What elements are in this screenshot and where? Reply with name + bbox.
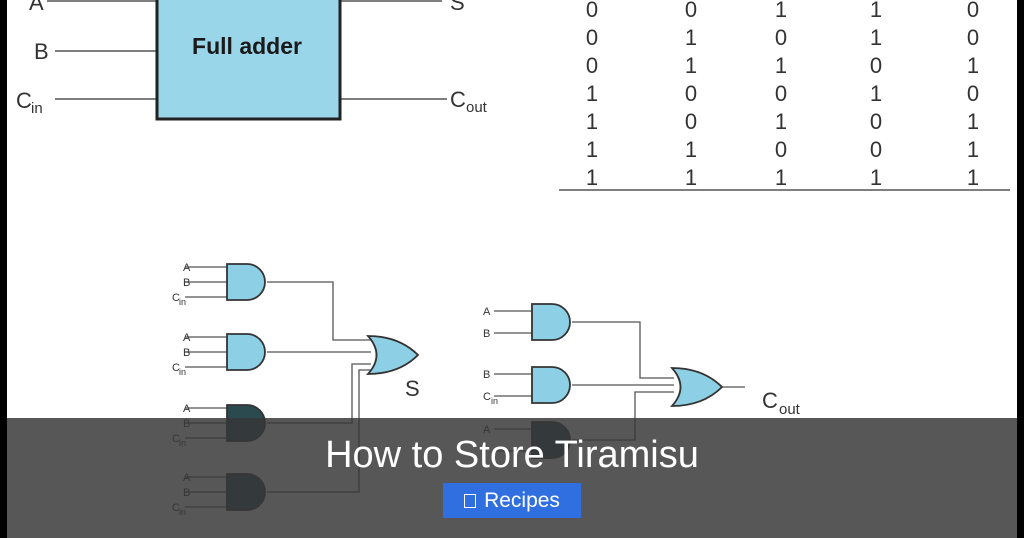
truth-table-cell: 1 xyxy=(775,165,787,190)
gate-input-label: A xyxy=(183,332,191,344)
truth-table-cell: 1 xyxy=(870,165,882,190)
truth-table-cell: 0 xyxy=(685,0,697,22)
input-label-a: A xyxy=(29,0,44,15)
truth-table-cell: 1 xyxy=(685,53,697,78)
input-label-c: C xyxy=(16,88,32,113)
truth-table-cell: 1 xyxy=(685,165,697,190)
truth-table-cell: 1 xyxy=(967,109,979,134)
gate-input-label: B xyxy=(183,277,190,289)
gate-input-sub: in xyxy=(491,396,498,406)
folder-icon xyxy=(464,493,477,508)
category-label: Recipes xyxy=(484,488,560,512)
sum-or-gate xyxy=(365,335,420,375)
gate-input-sub: in xyxy=(179,297,186,307)
gate-input-label: C xyxy=(172,362,180,374)
input-label-cin-sub: in xyxy=(31,100,43,117)
truth-table-cell: 0 xyxy=(967,81,979,106)
and-gate-body xyxy=(226,333,266,371)
truth-table: 0 0 1 1 0 0 1 0 1 0 0 1 1 0 1 1 0 0 1 0 1 0 1 0 1 1 1 0 0 1 1 1 1 1 1 xyxy=(586,0,979,190)
and-gate-body xyxy=(226,263,266,301)
gate-input-label: A xyxy=(183,262,191,274)
gate-input-label: C xyxy=(483,391,491,403)
truth-table-cell: 1 xyxy=(870,25,882,50)
category-badge[interactable]: Recipes xyxy=(443,483,581,518)
truth-table-cell: 0 xyxy=(586,53,598,78)
truth-table-cell: 0 xyxy=(870,137,882,162)
title-overlay xyxy=(7,418,1017,538)
gate-input-label: B xyxy=(183,347,190,359)
gate-input-label: B xyxy=(483,328,490,340)
and-gate: AB xyxy=(483,303,571,341)
carry-output-sub: out xyxy=(779,401,801,418)
truth-table-cell: 1 xyxy=(775,0,787,22)
full-adder-block: Full adder A B C in S C out xyxy=(16,0,488,121)
truth-table-cell: 1 xyxy=(967,165,979,190)
truth-table-cell: 1 xyxy=(586,81,598,106)
truth-table-cell: 0 xyxy=(775,137,787,162)
adder-box xyxy=(155,0,342,121)
truth-table-cell: 0 xyxy=(775,25,787,50)
output-label-s: S xyxy=(450,0,465,15)
truth-table-cell: 1 xyxy=(685,137,697,162)
truth-table-cell: 1 xyxy=(870,0,882,22)
carry-output-label: C xyxy=(762,388,778,413)
output-label-cout-sub: out xyxy=(466,99,488,116)
truth-table-cell: 1 xyxy=(586,165,598,190)
gate-input-label: A xyxy=(483,306,491,318)
truth-table-cell: 1 xyxy=(775,109,787,134)
sum-output-label: S xyxy=(405,376,420,401)
truth-table-cell: 0 xyxy=(967,25,979,50)
truth-table-cell: 0 xyxy=(967,0,979,22)
and-gate-body xyxy=(531,303,571,341)
truth-table-cell: 0 xyxy=(870,53,882,78)
truth-table-cell: 0 xyxy=(586,25,598,50)
gate-input-sub: in xyxy=(179,367,186,377)
input-label-b: B xyxy=(34,39,49,64)
adder-label: Full adder xyxy=(192,33,302,59)
truth-table-cell: 0 xyxy=(685,81,697,106)
truth-table-cell: 1 xyxy=(586,137,598,162)
truth-table-cell: 1 xyxy=(870,81,882,106)
and-gate-body xyxy=(531,366,571,404)
gate-input-label: B xyxy=(483,369,490,381)
truth-table-cell: 1 xyxy=(685,25,697,50)
truth-table-cell: 0 xyxy=(685,109,697,134)
truth-table-cell: 1 xyxy=(586,109,598,134)
truth-table-cell: 0 xyxy=(586,0,598,22)
gate-input-label: C xyxy=(172,292,180,304)
truth-table-cell: 1 xyxy=(967,53,979,78)
post-title[interactable]: How to Store Tiramisu xyxy=(325,434,699,476)
truth-table-cell: 0 xyxy=(870,109,882,134)
truth-table-cell: 1 xyxy=(967,137,979,162)
output-label-c: C xyxy=(450,87,466,112)
carry-or-gate xyxy=(669,367,724,407)
gate-input-label: A xyxy=(183,403,191,415)
truth-table-cell: 1 xyxy=(775,53,787,78)
truth-table-cell: 0 xyxy=(775,81,787,106)
